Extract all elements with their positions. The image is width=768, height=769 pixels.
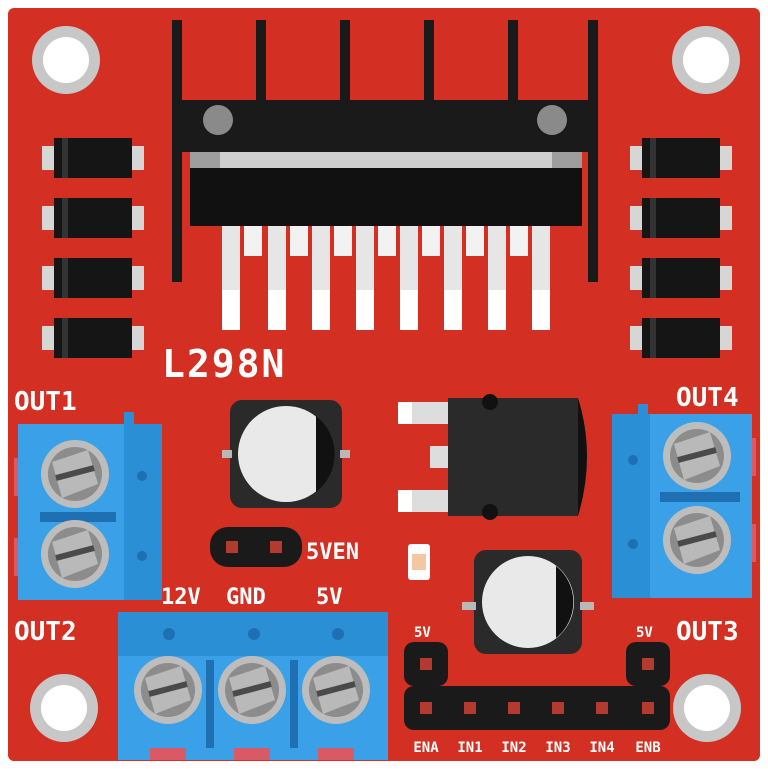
screw-out1 (41, 440, 109, 508)
pin-label-enb: ENB (635, 740, 660, 756)
terminal-out4-out3 (612, 404, 756, 598)
power-led (408, 544, 430, 580)
smd-diode (630, 318, 732, 358)
chip-leg-short (334, 226, 352, 256)
heatsink-screw-left (203, 105, 233, 135)
pin-pad-in2 (508, 702, 520, 714)
chip-label: L298N (162, 342, 286, 386)
label-header-5v-left: 5V (414, 625, 431, 641)
chip-legs (222, 226, 550, 330)
smd-diode (42, 318, 144, 358)
jumper-pad-1 (226, 541, 238, 553)
l298n-chip (190, 168, 582, 226)
smd-diode (42, 258, 144, 298)
pin-pad-enb (642, 702, 654, 714)
chip-leg-short (422, 226, 440, 256)
smd-diode (42, 198, 144, 238)
smd-diode (630, 138, 732, 178)
label-header-5v-right: 5V (636, 625, 653, 641)
smd-diode (42, 138, 144, 178)
screw-out4 (663, 422, 731, 490)
pin-label-in2: IN2 (501, 740, 526, 756)
chip-leg-short (466, 226, 484, 256)
terminal-power (118, 612, 388, 760)
electrolytic-capacitor-2 (462, 550, 594, 654)
diodes-right (630, 138, 732, 358)
label-12v: 12V (161, 585, 201, 610)
5ven-jumper (210, 527, 302, 567)
pin-label-in1: IN1 (457, 740, 482, 756)
pin-label-ena: ENA (413, 740, 439, 756)
chip-leg-long (532, 226, 550, 330)
screw-5v (302, 656, 370, 724)
chip-leg-long (400, 226, 418, 330)
chip-leg-long (356, 226, 374, 330)
smd-diode (630, 198, 732, 238)
jumper-label: 5VEN (306, 540, 359, 565)
control-pin-header (404, 642, 670, 730)
terminal-out1-out2 (14, 412, 162, 600)
smd-diode (630, 258, 732, 298)
label-out3: OUT3 (676, 617, 739, 647)
pin-pad-ena (420, 702, 432, 714)
screw-gnd (218, 656, 286, 724)
chip-leg-long (222, 226, 240, 330)
label-gnd: GND (226, 585, 266, 610)
jumper-pad-2 (270, 541, 282, 553)
electrolytic-capacitor-1 (222, 400, 350, 508)
chip-leg-long (312, 226, 330, 330)
diodes-left (42, 138, 144, 358)
chip-leg-long (268, 226, 286, 330)
screw-12v (134, 656, 202, 724)
pin-pad-5v-right (642, 658, 654, 670)
label-out1: OUT1 (14, 387, 77, 417)
chip-leg-short (378, 226, 396, 256)
regulator-hole-top (482, 394, 498, 410)
heatsink-screw-right (537, 105, 567, 135)
voltage-regulator (398, 394, 587, 520)
regulator-hole-bottom (482, 504, 498, 520)
label-out4: OUT4 (676, 383, 739, 413)
pin-pad-in4 (596, 702, 608, 714)
label-out2: OUT2 (14, 617, 77, 647)
pin-pad-in3 (552, 702, 564, 714)
chip-leg-long (444, 226, 462, 330)
screw-out3 (663, 506, 731, 574)
screw-out2 (41, 520, 109, 588)
chip-leg-long (488, 226, 506, 330)
pin-label-in4: IN4 (589, 740, 614, 756)
mounting-holes (30, 26, 741, 742)
pin-pad-5v-left (420, 658, 432, 670)
chip-leg-short (244, 226, 262, 256)
chip-leg-short (510, 226, 528, 256)
heatsink (172, 20, 598, 282)
chip-leg-short (290, 226, 308, 256)
label-5v-power: 5V (316, 585, 343, 610)
pin-label-in3: IN3 (545, 740, 570, 756)
pin-pad-in1 (464, 702, 476, 714)
